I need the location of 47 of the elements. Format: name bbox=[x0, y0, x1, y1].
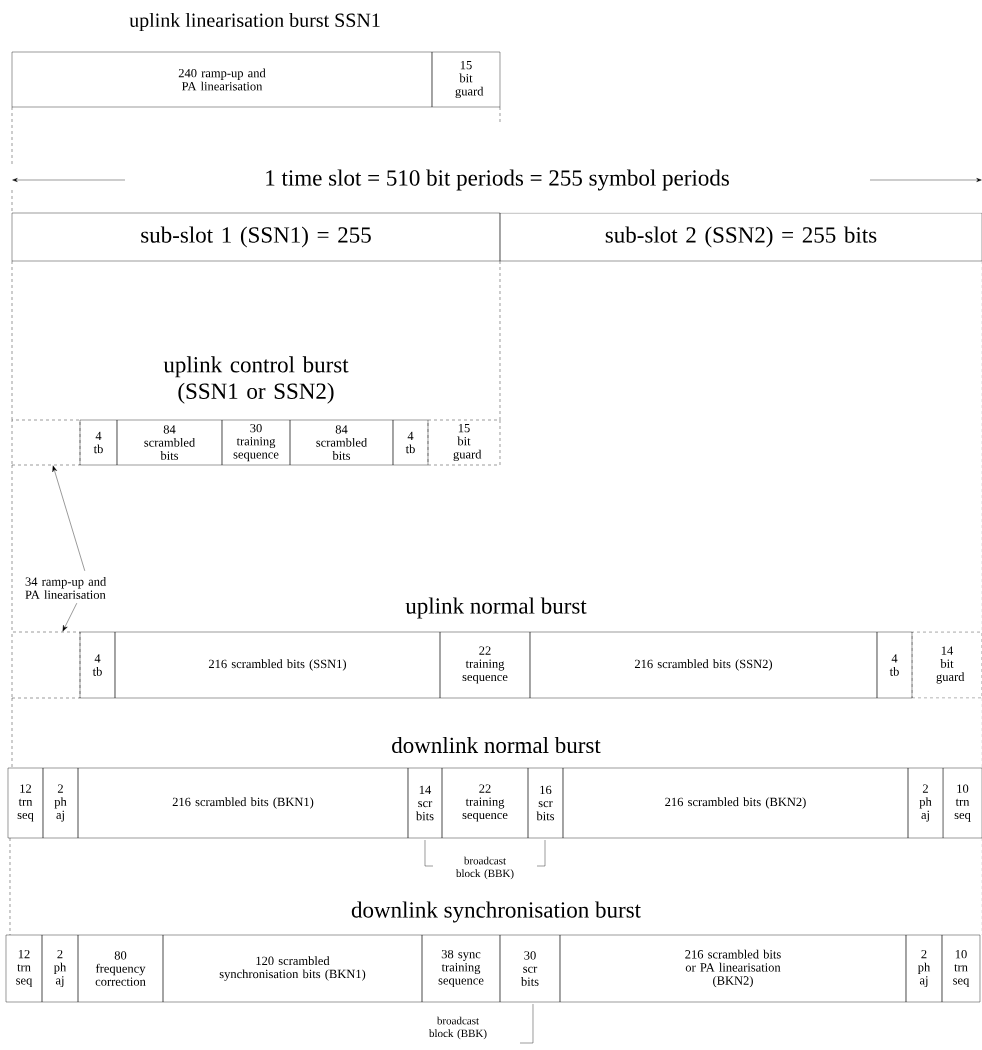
dimension-label: 1 time slot = 510 bit periods = 255 symbol periods bbox=[262, 167, 732, 193]
burst-field: 4 tb bbox=[392, 419, 429, 466]
burst-field: 84 scrambled bits bbox=[116, 419, 223, 466]
callout-text: 34 ramp-up and PA linearisation bbox=[25, 577, 107, 599]
burst-field: 15 bit guard bbox=[431, 51, 501, 108]
burst-field: sub-slot 1 (SSN1) = 255 bbox=[11, 212, 501, 262]
section-heading: downlink synchronisation burst bbox=[351, 901, 641, 923]
burst-field: 4 tb bbox=[79, 419, 118, 466]
burst-field: 14 scr bits bbox=[407, 767, 443, 839]
burst-field: 22 training sequence bbox=[439, 631, 531, 699]
burst-field: 80 frequency correction bbox=[77, 934, 164, 1003]
burst-field: 10 trn seq bbox=[942, 767, 982, 839]
burst-field: 84 scrambled bits bbox=[289, 419, 394, 466]
empty-box bbox=[11, 631, 81, 699]
burst-field: 12 trn seq bbox=[7, 767, 44, 839]
burst-field: 16 scr bits bbox=[527, 767, 564, 839]
burst-field: 2 ph aj bbox=[41, 934, 79, 1003]
burst-field: 4 tb bbox=[876, 631, 913, 699]
burst-field: 22 training sequence bbox=[441, 767, 529, 839]
leader-arrow bbox=[52, 465, 85, 572]
burst-field: 240 ramp-up and PA linearisation bbox=[11, 51, 433, 108]
burst-field: 30 scr bits bbox=[499, 934, 561, 1003]
burst-field: 14 bit guard bbox=[911, 631, 982, 699]
section-heading: uplink normal burst bbox=[405, 597, 587, 619]
section-heading: downlink normal burst bbox=[392, 736, 601, 754]
burst-field: 2 ph aj bbox=[42, 767, 79, 839]
burst-field: 2 ph aj bbox=[905, 934, 943, 1003]
burst-field: 30 training sequence bbox=[221, 419, 291, 466]
burst-field: 216 scrambled bits (SSN2) bbox=[529, 631, 878, 699]
burst-field: 216 scrambled bits (SSN1) bbox=[114, 631, 441, 699]
burst-field: 38 sync training sequence bbox=[421, 934, 501, 1003]
burst-field: sub-slot 2 (SSN2) = 255 bits bbox=[499, 212, 982, 262]
burst-field: 216 scrambled bits or PA linearisation (BKN2) bbox=[559, 934, 907, 1003]
bracket-label: broadcast block (BBK) bbox=[429, 1016, 487, 1040]
burst-field: 216 scrambled bits (BKN1) bbox=[77, 767, 409, 839]
burst-field: 4 tb bbox=[79, 631, 116, 699]
burst-field: 2 ph aj bbox=[907, 767, 944, 839]
section-heading: uplink control burst (SSN1 or SSN2) bbox=[163, 356, 349, 404]
leader-arrow bbox=[62, 602, 77, 632]
bracket-label: broadcast block (BBK) bbox=[455, 856, 514, 880]
burst-field: 10 trn seq bbox=[941, 934, 981, 1003]
heading: uplink linearisation burst SSN1 bbox=[129, 12, 380, 32]
burst-field: 15 bit guard bbox=[427, 419, 501, 466]
burst-field: 120 scrambled synchronisation bits (BKN1) bbox=[162, 934, 423, 1003]
burst-field: 216 scrambled bits (BKN2) bbox=[562, 767, 909, 839]
empty-box bbox=[11, 419, 81, 466]
burst-field: 12 trn seq bbox=[5, 934, 43, 1003]
